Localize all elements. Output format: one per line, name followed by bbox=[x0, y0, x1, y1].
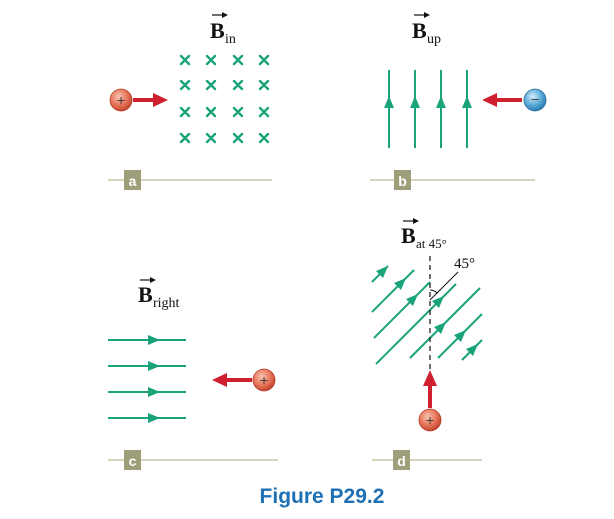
panel-b: B up − b bbox=[370, 12, 547, 190]
positive-charge-d: + bbox=[418, 408, 442, 432]
panel-label-d: d bbox=[397, 453, 406, 469]
field-subscript-a: in bbox=[225, 32, 236, 47]
field-symbol-c: B bbox=[138, 282, 153, 307]
panel-label-c: c bbox=[129, 453, 137, 469]
velocity-arrow-a bbox=[133, 93, 168, 107]
label-tab-a bbox=[124, 170, 141, 190]
positive-charge-c: + bbox=[252, 368, 276, 392]
panel-c: B right + c bbox=[108, 277, 278, 470]
charge-sign-c: + bbox=[259, 373, 268, 390]
velocity-arrow-b bbox=[482, 93, 522, 107]
angle-arc-d bbox=[429, 289, 438, 294]
reference-field-line bbox=[429, 271, 459, 301]
field-crosses-a bbox=[179, 54, 270, 144]
field-lines-c bbox=[108, 335, 186, 423]
field-label-d: B at 45° bbox=[401, 218, 447, 251]
charge-sign-a: + bbox=[116, 93, 125, 110]
field-label-b: B up bbox=[412, 12, 441, 47]
field-label-a: B in bbox=[210, 12, 236, 47]
panel-d: B at 45° 45° + bbox=[371, 218, 483, 470]
field-subscript-b: up bbox=[427, 32, 441, 47]
velocity-arrow-c bbox=[212, 373, 252, 387]
field-symbol-d: B bbox=[401, 223, 416, 248]
positive-charge-a: + bbox=[109, 88, 133, 112]
figure-caption: Figure P29.2 bbox=[260, 485, 385, 508]
angle-label-d: 45° bbox=[454, 256, 475, 272]
field-subscript-c: right bbox=[153, 296, 180, 311]
field-lines-d bbox=[371, 265, 483, 365]
label-tab-d bbox=[393, 450, 410, 470]
field-symbol-b: B bbox=[412, 18, 427, 43]
label-tab-b bbox=[394, 170, 411, 190]
velocity-arrow-d bbox=[423, 370, 437, 408]
field-lines-b bbox=[384, 70, 472, 148]
label-tab-c bbox=[124, 450, 141, 470]
field-label-c: B right bbox=[138, 277, 180, 311]
charge-sign-d: + bbox=[425, 413, 434, 430]
panel-label-a: a bbox=[129, 173, 137, 189]
field-subscript-d: at 45° bbox=[416, 236, 447, 251]
panel-label-b: b bbox=[398, 173, 407, 189]
panel-a: B in + a bbox=[108, 12, 272, 190]
vector-arrow-head bbox=[222, 12, 228, 18]
negative-charge-b: − bbox=[523, 88, 547, 112]
field-symbol-a: B bbox=[210, 18, 225, 43]
charge-sign-b: − bbox=[530, 92, 539, 109]
